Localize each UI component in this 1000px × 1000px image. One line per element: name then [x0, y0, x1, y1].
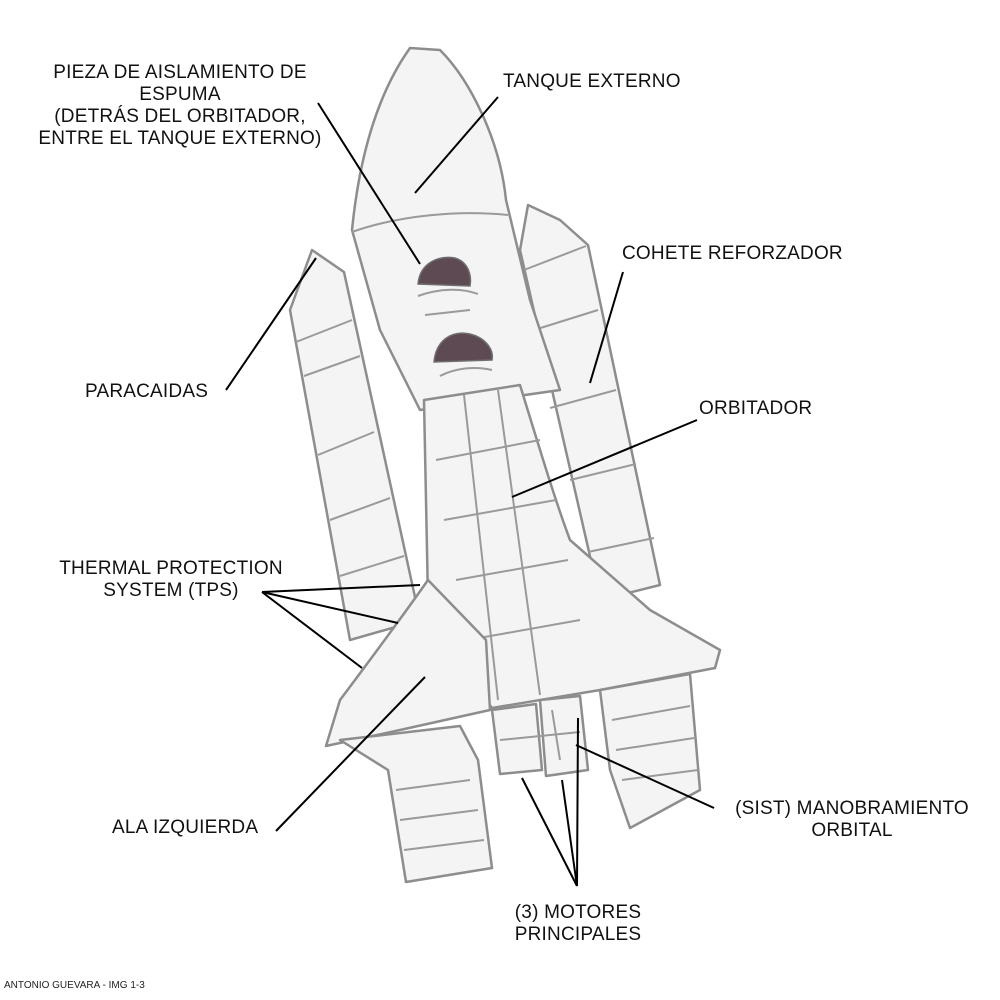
booster-label: COHETE REFORZADOR [622, 243, 843, 264]
author-credit: ANTONIO GUEVARA - IMG 1-3 [4, 980, 145, 991]
left-wing-leader [275, 676, 426, 832]
tps-label: THERMAL PROTECTION SYSTEM (TPS) [59, 558, 283, 601]
engines-leader-3 [576, 717, 579, 887]
shuttle-sketch [288, 46, 722, 884]
foam-insulation-label: PIEZA DE AISLAMIENTO DE ESPUMA (DETRÁS D… [38, 62, 322, 149]
left-wing-label: ALA IZQUIERDA [112, 817, 259, 838]
foam-leader [317, 102, 421, 265]
engines-leader-1 [521, 777, 578, 887]
main-engines-label: (3) MOTORES PRINCIPALES [514, 902, 642, 945]
orbiter-label: ORBITADOR [699, 398, 813, 419]
parachutes-label: PARACAIDAS [85, 381, 209, 402]
tps-leader-3 [261, 591, 363, 669]
booster-leader [589, 271, 624, 384]
orbital-maneuvering-label: (SIST) MANOBRAMIENTO ORBITAL [735, 798, 969, 841]
tps-leader-2 [261, 591, 399, 624]
tps-leader-1 [261, 584, 421, 593]
leader-lines [225, 96, 715, 887]
left-booster [288, 248, 422, 642]
oms-leader [575, 744, 715, 809]
engines-leader-2 [561, 779, 578, 887]
left-booster-nozzle [338, 724, 494, 884]
orbiter-leader [511, 419, 698, 498]
external-tank [350, 46, 562, 412]
foam-piece-lower [433, 332, 494, 363]
right-booster-nozzle [598, 672, 702, 830]
right-booster [518, 203, 662, 602]
parachutes-leader [225, 257, 317, 391]
external-tank-label: TANQUE EXTERNO [503, 71, 681, 92]
external-tank-leader [414, 96, 499, 194]
foam-piece-upper [417, 256, 472, 287]
